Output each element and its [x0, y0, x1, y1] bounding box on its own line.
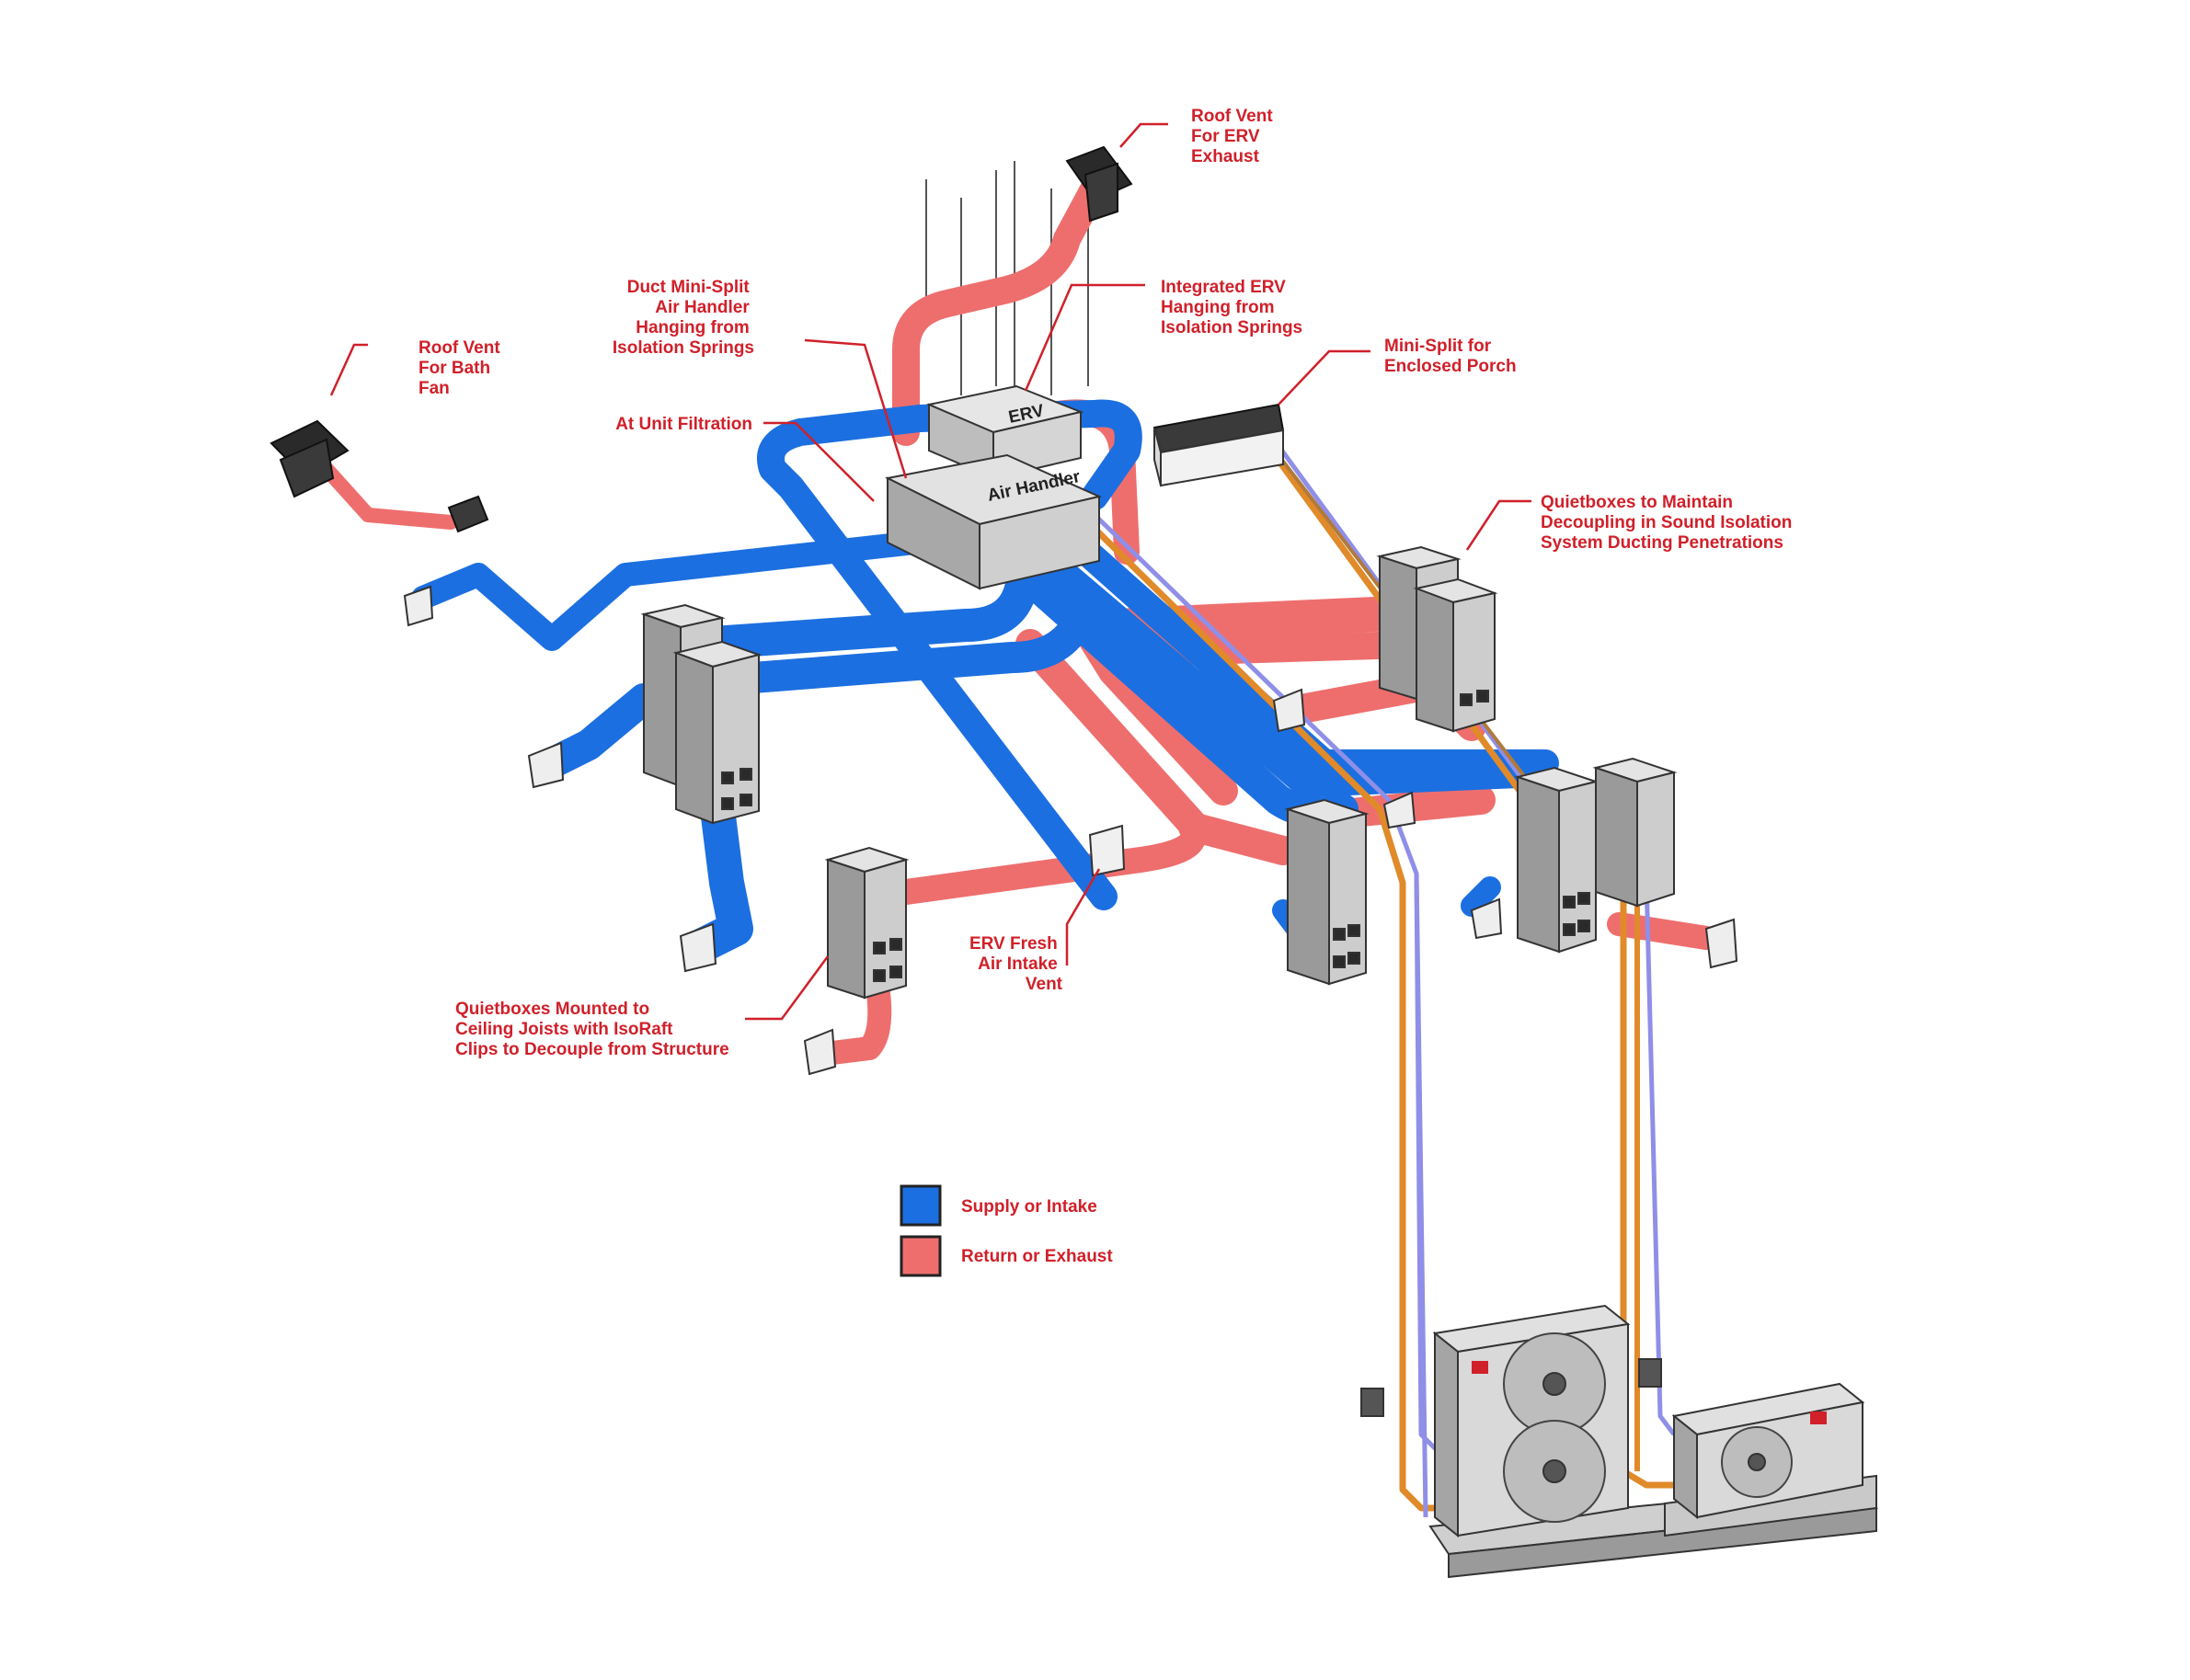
- annotation-integrated-erv: Integrated ERV Hanging from Isolation Sp…: [1161, 278, 1302, 337]
- supply-diffuser: [527, 741, 565, 789]
- quietbox-left-front: [672, 640, 762, 825]
- leader-lines: [329, 122, 1531, 1021]
- return-grille: [1272, 688, 1306, 733]
- roof-vent-erv: [1065, 145, 1133, 223]
- annotation-erv-fresh-air: ERV Fresh Air Intake Vent: [969, 934, 1063, 994]
- annotation-at-unit-filtration: At Unit Filtration: [615, 415, 752, 434]
- supply-diffuser: [1382, 791, 1416, 829]
- quietbox-mid-2: [1514, 766, 1600, 954]
- legend: Supply or Intake Return or Exhaust: [900, 1184, 1113, 1277]
- diffusers: [403, 585, 1738, 1076]
- annotation-mini-split-porch: Mini-Split for Enclosed Porch: [1384, 337, 1517, 376]
- legend-label-supply: Supply or Intake: [961, 1197, 1097, 1217]
- supply-diffuser: [1470, 897, 1503, 940]
- bath-fan: [447, 495, 489, 533]
- legend-swatch-supply: [900, 1184, 942, 1227]
- annotation-roof-vent-erv: Roof Vent For ERV Exhaust: [1191, 107, 1278, 166]
- outdoor-unit-large: [1428, 1304, 1878, 1579]
- roof-vent-bath: [269, 419, 350, 498]
- outdoor-unit-small: [1664, 1382, 1877, 1537]
- return-grille: [1704, 918, 1738, 969]
- supply-ducts: [411, 399, 1559, 965]
- annotation-roof-vent-bath: Roof Vent For Bath Fan: [419, 338, 505, 398]
- air-handler: Air Handler: [884, 453, 1103, 590]
- disconnect-boxes: [1360, 1358, 1662, 1417]
- quietbox-mid-3: [1592, 757, 1678, 908]
- return-grille: [803, 1028, 837, 1076]
- annotation-duct-mini-split: Duct Mini-Split Air Handler Hanging from…: [613, 278, 754, 358]
- quietboxes: [640, 545, 1678, 1000]
- supply-diffuser: [403, 585, 434, 627]
- quietbox-right-front: [1413, 577, 1498, 733]
- annotation-quietboxes-maintain: Quietboxes to Maintain Decoupling in Sou…: [1541, 493, 1797, 553]
- annotation-quietboxes-mounted: Quietboxes Mounted to Ceiling Joists wit…: [455, 1000, 729, 1059]
- annotations: Roof Vent For ERV Exhaust Duct Mini-Spli…: [419, 107, 1797, 1059]
- quietbox-center-lower: [824, 846, 910, 1000]
- quietbox-mid-1: [1284, 798, 1370, 986]
- porch-mini-split: [1152, 403, 1285, 487]
- legend-swatch-return: [900, 1235, 942, 1277]
- supply-diffuser: [679, 922, 717, 973]
- legend-label-return: Return or Exhaust: [961, 1247, 1113, 1266]
- erv-fresh-air-vent: [1088, 824, 1126, 877]
